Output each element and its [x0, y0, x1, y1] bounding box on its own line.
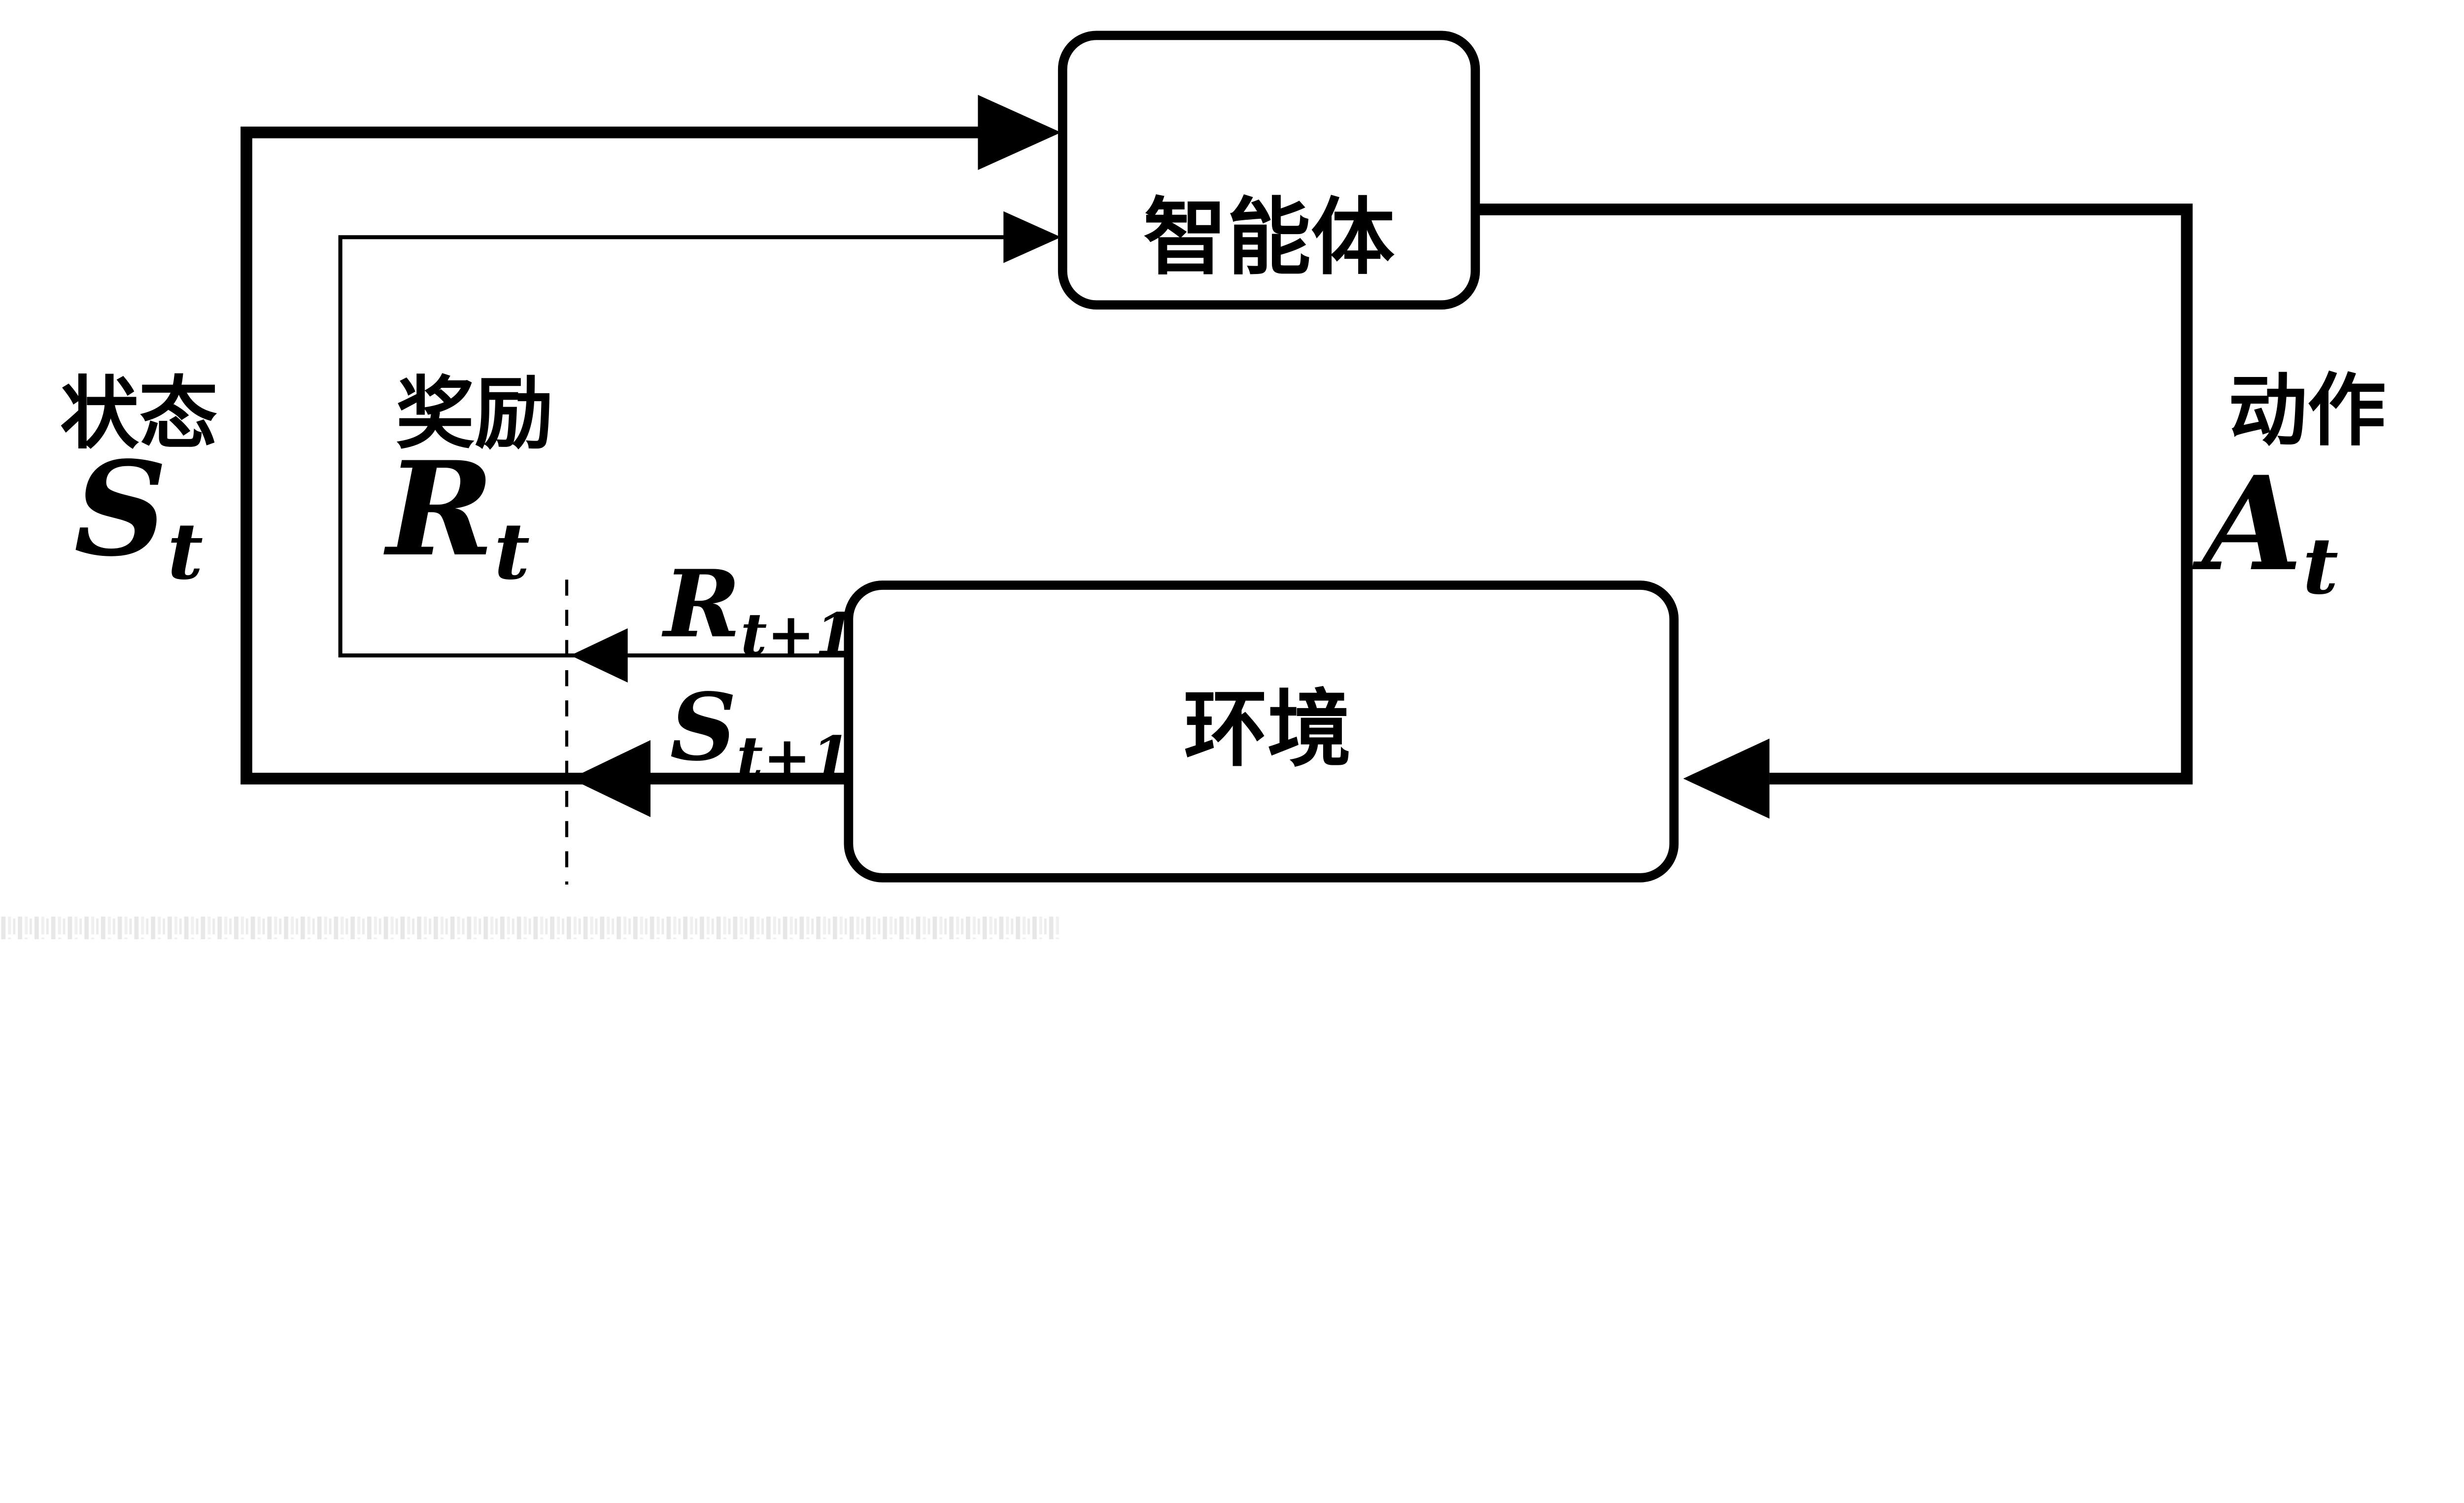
action-label-cn: 动作 — [2228, 364, 2386, 457]
reward-label-cn: 奖励 — [396, 367, 553, 460]
reward-symbol-subscript: t — [494, 506, 530, 597]
action-into-environment-arrowhead — [1683, 738, 1770, 819]
action-symbol: At — [2192, 448, 2338, 612]
state-symbol-base: S — [74, 433, 168, 585]
agent-box — [1058, 31, 1480, 310]
state-label-cn: 状态 — [60, 367, 218, 460]
cropped-text-strip — [0, 917, 1060, 940]
reward-into-agent-arrowhead — [1003, 211, 1061, 263]
next-state-symbol-base: S — [670, 673, 736, 782]
reward-symbol: Rt — [382, 433, 530, 597]
state-symbol: St — [74, 433, 203, 597]
state-symbol-subscript: t — [168, 506, 204, 597]
next-reward-arrowhead — [570, 628, 628, 683]
next-state-symbol: St+1 — [670, 673, 851, 791]
environment-box — [844, 581, 1679, 883]
next-state-arrowhead — [570, 740, 650, 818]
action-symbol-subscript: t — [2302, 521, 2338, 612]
next-reward-symbol-subscript: t+1 — [741, 601, 855, 668]
agent-box-label: 智能体 — [1143, 188, 1395, 287]
reward-symbol-base: R — [382, 433, 494, 585]
next-reward-symbol-base: R — [661, 550, 741, 658]
state-into-agent-arrowhead — [978, 95, 1061, 170]
diagram-canvas: 智能体 环境 状态 St 奖励 Rt 动作 At Rt+1 St+1 — [0, 31, 2386, 940]
environment-box-label: 环境 — [1184, 680, 1351, 779]
next-state-symbol-subscript: t+1 — [737, 724, 851, 791]
action-symbol-base: A — [2192, 448, 2302, 600]
action-loop-line — [1472, 204, 2193, 785]
next-reward-symbol: Rt+1 — [661, 550, 855, 668]
rl-agent-environment-diagram: 智能体 环境 状态 St 奖励 Rt 动作 At Rt+1 St+1 — [0, 31, 2386, 940]
state-loop-line — [240, 126, 1046, 785]
